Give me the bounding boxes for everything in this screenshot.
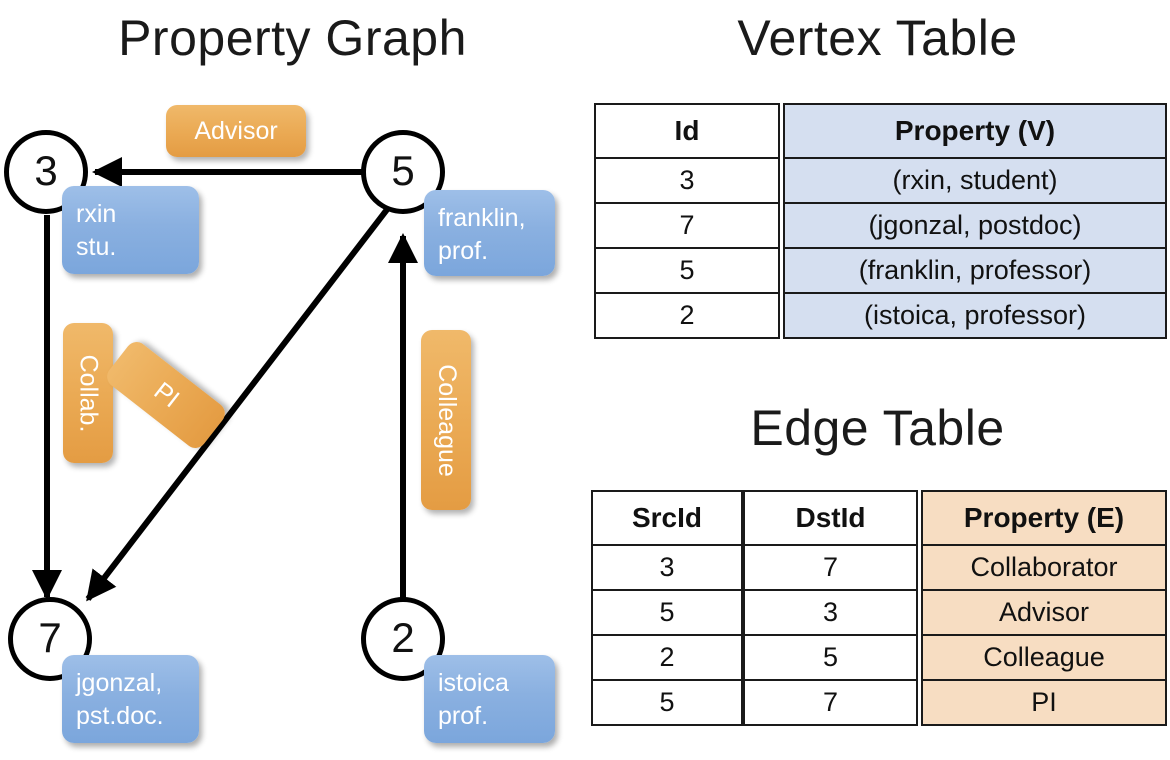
- vertex-property-box-5-line2: prof.: [438, 237, 489, 265]
- table-row[interactable]: (istoica, professor): [783, 292, 1167, 339]
- vertex-property-box-2: istoica prof.: [424, 655, 555, 743]
- edge-row-1-src: 5: [591, 589, 743, 636]
- vertex-property-box-7-line1: jgonzal,: [76, 669, 163, 697]
- graph-node-3-label: 3: [34, 147, 58, 195]
- vertex-table-header-id: Id: [594, 103, 780, 159]
- edge-row-3-property: PI: [921, 679, 1167, 726]
- edge-label-colleague: Colleague: [421, 330, 471, 510]
- edge-row-3-dst: 7: [743, 679, 918, 726]
- table-row[interactable]: 7: [594, 202, 780, 249]
- page-title-vertex-table: Vertex Table: [737, 10, 1018, 66]
- vertex-property-box-3-line2: stu.: [76, 233, 117, 261]
- vertex-row-1-property: (jgonzal, postdoc): [783, 202, 1167, 249]
- table-row[interactable]: PI: [921, 679, 1167, 726]
- table-header-row: Property (V): [783, 103, 1167, 159]
- edge-row-0-property: Collaborator: [921, 544, 1167, 591]
- vertex-property-box-5: franklin, prof.: [424, 190, 555, 276]
- edge-label-collab: Collab.: [63, 323, 113, 463]
- graph-node-2[interactable]: 2: [361, 597, 445, 681]
- edge-label-pi-text: PI: [148, 376, 185, 413]
- vertex-property-box-2-line2: prof.: [438, 702, 489, 730]
- vertex-row-3-property: (istoica, professor): [783, 292, 1167, 339]
- vertex-row-0-id: 3: [594, 157, 780, 204]
- table-header-row: SrcId: [591, 490, 743, 546]
- edge-label-advisor-text: Advisor: [194, 116, 278, 145]
- edge-row-2-dst: 5: [743, 634, 918, 681]
- edge-row-2-src: 2: [591, 634, 743, 681]
- vertex-property-box-7: jgonzal, pst.doc.: [62, 655, 199, 743]
- edge-table-header-dstid: DstId: [743, 490, 918, 546]
- edge-table-dstid-column: DstId 7 3 5 7: [743, 490, 918, 726]
- vertex-property-box-3: rxin stu.: [62, 186, 199, 274]
- vertex-row-3-id: 2: [594, 292, 780, 339]
- table-row[interactable]: (jgonzal, postdoc): [783, 202, 1167, 249]
- graph-node-5-label: 5: [391, 147, 415, 195]
- table-row[interactable]: 2: [594, 292, 780, 339]
- vertex-property-box-7-line2: pst.doc.: [76, 702, 164, 730]
- edge-line-pi: [85, 201, 395, 602]
- table-row[interactable]: 3: [743, 589, 918, 636]
- edge-row-1-property: Advisor: [921, 589, 1167, 636]
- table-row[interactable]: 5: [743, 634, 918, 681]
- vertex-property-box-2-line1: istoica: [438, 669, 509, 697]
- vertex-row-2-id: 5: [594, 247, 780, 294]
- table-row[interactable]: 5: [591, 589, 743, 636]
- vertex-row-2-property: (franklin, professor): [783, 247, 1167, 294]
- property-graph-diagram: 3 5 7 2 rxin stu. franklin, prof. jgonza…: [4, 105, 555, 743]
- graph-edge-lines: [32, 157, 418, 603]
- table-header-row: DstId: [743, 490, 918, 546]
- vertex-table-id-column: Id 3 7 5 2: [594, 103, 780, 339]
- edge-row-0-src: 3: [591, 544, 743, 591]
- page-title-edge-table: Edge Table: [750, 400, 1005, 456]
- vertex-table-header-property: Property (V): [783, 103, 1167, 159]
- table-row[interactable]: Colleague: [921, 634, 1167, 681]
- table-row[interactable]: 3: [594, 157, 780, 204]
- table-row[interactable]: Advisor: [921, 589, 1167, 636]
- vertex-row-0-property: (rxin, student): [783, 157, 1167, 204]
- edge-row-3-src: 5: [591, 679, 743, 726]
- graph-node-2-label: 2: [391, 614, 415, 662]
- table-row[interactable]: 5: [594, 247, 780, 294]
- edge-row-0-dst: 7: [743, 544, 918, 591]
- graph-node-5[interactable]: 5: [361, 130, 445, 214]
- edge-label-advisor: Advisor: [166, 105, 306, 157]
- table-row[interactable]: Collaborator: [921, 544, 1167, 591]
- table-row[interactable]: 7: [743, 679, 918, 726]
- edge-label-collab-text: Collab.: [74, 354, 103, 432]
- edge-row-2-property: Colleague: [921, 634, 1167, 681]
- vertex-table-property-column: Property (V) (rxin, student) (jgonzal, p…: [783, 103, 1167, 339]
- vertex-property-box-3-line1: rxin: [76, 200, 117, 228]
- edge-table-header-property: Property (E): [921, 490, 1167, 546]
- page-title-property-graph: Property Graph: [118, 10, 467, 66]
- table-header-row: Id: [594, 103, 780, 159]
- edge-label-colleague-text: Colleague: [432, 363, 461, 477]
- table-row[interactable]: 7: [743, 544, 918, 591]
- edge-table-srcid-column: SrcId 3 5 2 5: [591, 490, 743, 726]
- vertex-row-1-id: 7: [594, 202, 780, 249]
- table-row[interactable]: 3: [591, 544, 743, 591]
- table-row[interactable]: (rxin, student): [783, 157, 1167, 204]
- table-row[interactable]: 2: [591, 634, 743, 681]
- edge-row-1-dst: 3: [743, 589, 918, 636]
- graph-node-7-label: 7: [38, 614, 62, 662]
- vertex-property-box-5-line1: franklin,: [438, 204, 526, 232]
- table-row[interactable]: 5: [591, 679, 743, 726]
- table-header-row: Property (E): [921, 490, 1167, 546]
- table-row[interactable]: (franklin, professor): [783, 247, 1167, 294]
- edge-table-header-srcid: SrcId: [591, 490, 743, 546]
- edge-table-property-column: Property (E) Collaborator Advisor Collea…: [921, 490, 1167, 726]
